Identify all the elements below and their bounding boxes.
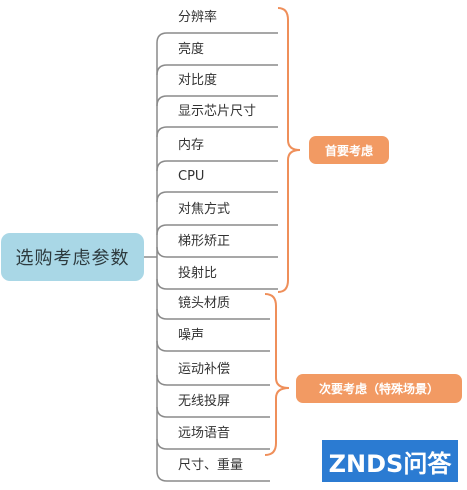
root-node: 选购考虑参数 xyxy=(1,233,144,281)
item-connector xyxy=(156,278,278,290)
branch-item: 投射比 xyxy=(178,266,218,281)
branch-item: 运动补偿 xyxy=(178,362,231,377)
branch-item: 无线投屏 xyxy=(178,394,231,409)
item-connector xyxy=(156,32,278,44)
item-connector xyxy=(156,64,278,76)
branch-item: 分辨率 xyxy=(178,10,218,25)
znds-watermark-logo: ZNDS问答 xyxy=(322,440,458,482)
branch-item: 梯形矫正 xyxy=(178,234,231,249)
branch-item: 亮度 xyxy=(178,42,205,57)
item-connector xyxy=(156,160,278,172)
item-connector xyxy=(156,126,278,138)
branch-item: 远场语音 xyxy=(178,426,231,441)
item-connector xyxy=(156,470,270,482)
item-connector xyxy=(156,340,270,352)
branch-item: 噪声 xyxy=(178,328,205,343)
primary-group-brace xyxy=(277,7,301,293)
branch-item: 内存 xyxy=(178,138,205,153)
connector-lines xyxy=(144,32,278,482)
secondary-group-brace xyxy=(264,293,290,456)
branch-item: 对焦方式 xyxy=(178,202,231,217)
primary-consideration-tag: 首要考虑 xyxy=(309,136,389,164)
branch-item: 尺寸、重量 xyxy=(178,458,244,473)
branch-item: 对比度 xyxy=(178,73,218,88)
branch-item: CPU xyxy=(178,169,205,184)
branch-item: 显示芯片尺寸 xyxy=(178,104,257,119)
secondary-consideration-tag: 次要考虑（特殊场景） xyxy=(296,374,462,403)
branch-item: 镜头材质 xyxy=(178,296,231,311)
